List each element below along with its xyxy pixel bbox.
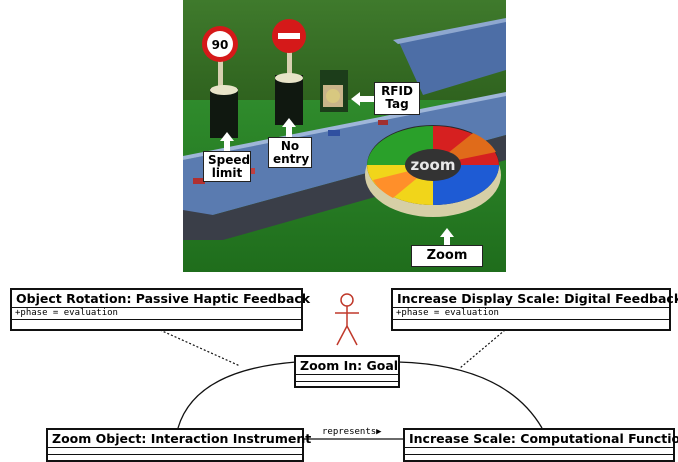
far-road xyxy=(398,20,506,95)
object-rotation-title: Object Rotation: Passive Haptic Feedback xyxy=(12,290,310,308)
increase-scale-box: Increase Scale: Computational Function xyxy=(403,428,678,462)
noentry-callout-arrow xyxy=(286,126,292,138)
zoom-object-attrs xyxy=(48,448,302,455)
object-rotation-ops xyxy=(12,320,301,325)
increase-display-box: Increase Display Scale: Digital Feedback… xyxy=(391,288,678,331)
goal-actor-icon xyxy=(335,293,359,346)
noentry-callout-arrowhead xyxy=(282,118,296,127)
main-road xyxy=(183,95,506,215)
zoom-callout-arrowhead xyxy=(440,228,454,237)
zoom-object-box: Zoom Object: Interaction Instrument xyxy=(46,428,311,462)
increase-scale-title: Increase Scale: Computational Function xyxy=(405,430,678,448)
rfid-callout-arrow xyxy=(360,96,374,102)
speed-sign-90: 90 xyxy=(212,38,229,52)
increase-display-ops xyxy=(393,320,669,325)
no-entry-callout: No entry xyxy=(268,137,312,168)
tabletop-scene: 90 zoom xyxy=(183,0,506,272)
zoom-object-title: Zoom Object: Interaction Instrument xyxy=(48,430,311,448)
goal-to-instrument-arc xyxy=(177,361,297,429)
tabletop-photo: 90 zoom Speed limit No entry RFID Tag Zo… xyxy=(183,0,506,272)
rfid-callout-arrowhead xyxy=(351,92,360,106)
rfid-tag-callout: RFID Tag xyxy=(374,82,420,115)
zoom-callout-arrow xyxy=(444,236,450,246)
increase-scale-attrs xyxy=(405,448,673,455)
zoom-in-goal-attrs xyxy=(296,375,398,382)
dependency-line-left xyxy=(159,329,241,367)
represents-label: represents▶ xyxy=(322,427,382,437)
object-rotation-attr: +phase = evaluation xyxy=(12,308,301,320)
increase-display-attr: +phase = evaluation xyxy=(393,308,669,320)
increase-display-title: Increase Display Scale: Digital Feedback xyxy=(393,290,678,308)
dependency-line-right xyxy=(459,329,506,369)
speed-limit-callout: Speed limit xyxy=(203,151,251,182)
object-rotation-box: Object Rotation: Passive Haptic Feedback… xyxy=(10,288,310,331)
goal-to-function-arc xyxy=(397,361,543,429)
zoom-in-goal-title: Zoom In: Goal xyxy=(296,357,398,375)
zoom-callout: Zoom xyxy=(411,245,483,267)
zoom-in-goal-ops xyxy=(296,382,398,386)
zoom-in-goal-box: Zoom In: Goal xyxy=(294,355,400,388)
dial-label: zoom xyxy=(411,156,456,174)
speed-callout-arrowhead xyxy=(220,132,234,141)
speed-callout-arrow xyxy=(224,140,230,152)
